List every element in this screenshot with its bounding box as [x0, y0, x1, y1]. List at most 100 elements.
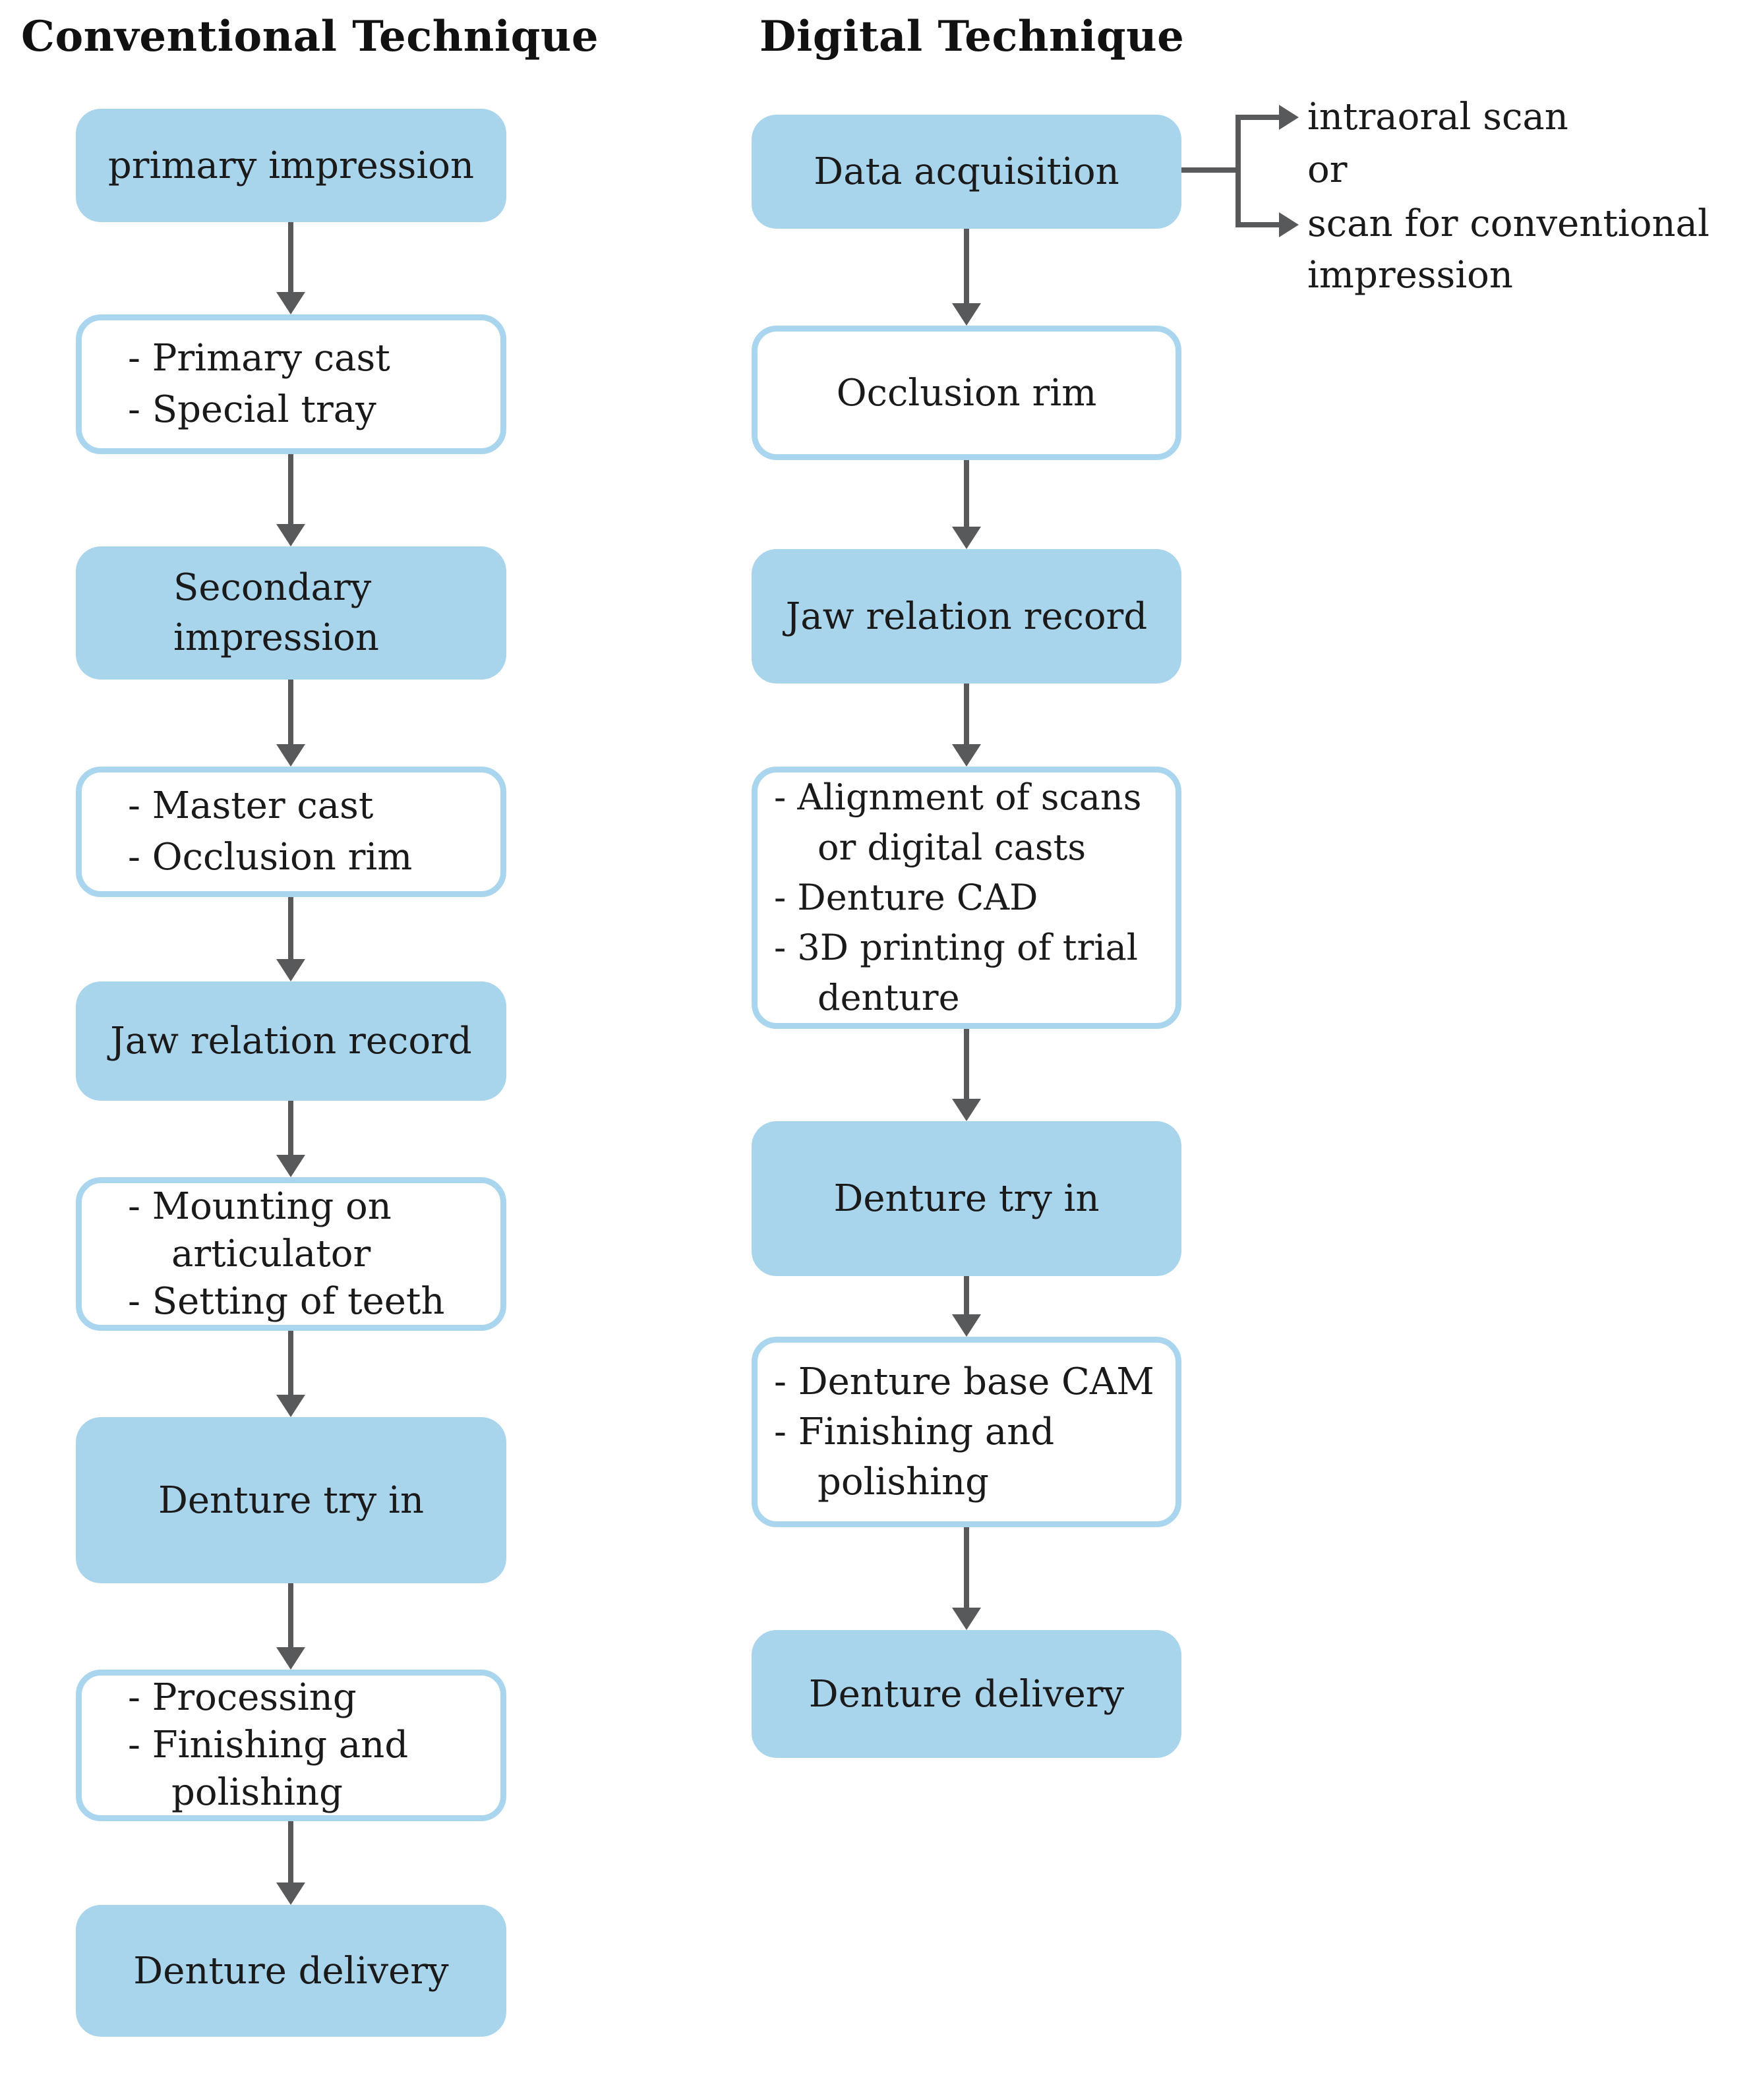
arrow-shaft [288, 222, 293, 295]
down-arrow [952, 1276, 981, 1337]
node-dig-data-acquisition: Data acquisition [752, 115, 1181, 229]
down-arrow [276, 1583, 305, 1670]
arrow-shaft [964, 460, 969, 529]
arrow-shaft [964, 1029, 969, 1101]
node-text: Secondary [173, 566, 372, 609]
node-conv-denture-delivery: Denture delivery [76, 1905, 506, 2037]
node-text: Jaw relation record [785, 595, 1148, 638]
branch-bottom-line [1241, 222, 1280, 227]
down-arrow [952, 1029, 981, 1121]
arrow-head-icon [952, 1608, 981, 1630]
node-text: - Finishing and [128, 1724, 409, 1766]
node-conv-jaw-relation-record: Jaw relation record [76, 981, 506, 1101]
node-text: - Setting of teeth [128, 1279, 445, 1323]
node-text: primary impression [107, 144, 475, 187]
arrow-head-icon [276, 1647, 305, 1670]
node-text: denture [818, 977, 960, 1018]
branch-option-intraoral-scan: intraoral scan [1307, 92, 1568, 143]
arrow-shaft [964, 684, 969, 747]
down-arrow [952, 229, 981, 326]
node-text: Denture delivery [133, 1949, 449, 1993]
branch-option-or: or [1307, 144, 1347, 196]
right-arrow-head-icon [1279, 105, 1299, 130]
node-dig-cam-finishing: - Denture base CAM - Finishing and polis… [752, 1337, 1181, 1527]
down-arrow [952, 1527, 981, 1630]
arrow-shaft [288, 1821, 293, 1885]
right-arrow-head-icon [1279, 212, 1299, 237]
column-title-conventional: Conventional Technique [21, 12, 599, 61]
branch-top-line [1241, 115, 1280, 120]
node-conv-primary-cast-special-tray: - Primary cast - Special tray [76, 314, 506, 454]
node-text: articulator [171, 1232, 371, 1275]
down-arrow [276, 1821, 305, 1905]
arrow-head-icon [276, 1395, 305, 1417]
branch-option-text: intraoral scan [1307, 96, 1568, 138]
node-text: - Mounting on [128, 1184, 392, 1228]
down-arrow [276, 454, 305, 546]
down-arrow [276, 1331, 305, 1417]
node-text: - Primary cast [128, 337, 390, 380]
arrow-head-icon [276, 1882, 305, 1905]
arrow-head-icon [276, 1155, 305, 1177]
arrow-shaft [288, 1101, 293, 1157]
down-arrow [276, 222, 305, 314]
arrow-head-icon [952, 1099, 981, 1121]
node-dig-denture-delivery: Denture delivery [752, 1630, 1181, 1758]
node-conv-primary-impression: primary impression [76, 109, 506, 222]
branch-vertical-line [1235, 115, 1241, 227]
column-title-digital: Digital Technique [759, 12, 1185, 61]
arrow-shaft [964, 1276, 969, 1317]
node-text: - Denture base CAM [774, 1360, 1154, 1403]
node-conv-secondary-impression: Secondary impression [76, 546, 506, 680]
arrow-head-icon [276, 959, 305, 981]
arrow-head-icon [276, 524, 305, 546]
arrow-shaft [288, 897, 293, 962]
arrow-head-icon [276, 744, 305, 767]
node-conv-master-cast-occlusion-rim: - Master cast - Occlusion rim [76, 767, 506, 897]
arrow-shaft [964, 1527, 969, 1610]
node-text: polishing [171, 1771, 343, 1814]
branch-option-text: impression [1307, 254, 1513, 297]
node-text: - Master cast [128, 784, 374, 827]
node-text: or digital casts [818, 827, 1086, 868]
down-arrow [276, 680, 305, 767]
node-text: Denture try in [158, 1478, 425, 1522]
arrow-head-icon [276, 292, 305, 314]
arrow-head-icon [952, 527, 981, 549]
branch-option-text: or [1307, 148, 1348, 191]
arrow-head-icon [952, 1314, 981, 1337]
node-text: - Special tray [128, 388, 376, 431]
node-text: Occlusion rim [836, 371, 1097, 415]
node-text: Jaw relation record [110, 1020, 472, 1063]
arrow-head-icon [952, 744, 981, 767]
branch-option-scan-conventional: scan for conventional impression [1307, 198, 1710, 301]
node-text: - Processing [128, 1676, 357, 1719]
node-text: Data acquisition [814, 150, 1119, 193]
branch-option-text: scan for conventional [1307, 202, 1710, 245]
down-arrow [276, 897, 305, 981]
down-arrow [276, 1101, 305, 1177]
arrow-shaft [288, 454, 293, 527]
node-conv-mounting-setting: - Mounting on articulator - Setting of t… [76, 1177, 506, 1331]
node-text: - Occlusion rim [128, 836, 413, 879]
node-conv-processing-finishing: - Processing - Finishing and polishing [76, 1670, 506, 1821]
node-text: Denture delivery [808, 1672, 1125, 1716]
node-dig-jaw-relation-record: Jaw relation record [752, 549, 1181, 684]
arrow-head-icon [952, 303, 981, 326]
node-text: - Finishing and [774, 1410, 1055, 1453]
down-arrow [952, 460, 981, 549]
node-text: - Denture CAD [774, 877, 1038, 918]
arrow-shaft [288, 1331, 293, 1397]
node-text: polishing [818, 1460, 990, 1503]
arrow-shaft [288, 680, 293, 747]
arrow-shaft [288, 1583, 293, 1650]
node-conv-denture-try-in: Denture try in [76, 1417, 506, 1583]
node-text: impression [173, 616, 379, 659]
node-dig-denture-try-in: Denture try in [752, 1121, 1181, 1276]
node-text: - Alignment of scans [774, 776, 1142, 818]
arrow-shaft [964, 229, 969, 306]
branch-stub-line [1181, 167, 1235, 173]
node-dig-occlusion-rim: Occlusion rim [752, 326, 1181, 460]
node-text: - 3D printing of trial [774, 927, 1139, 968]
